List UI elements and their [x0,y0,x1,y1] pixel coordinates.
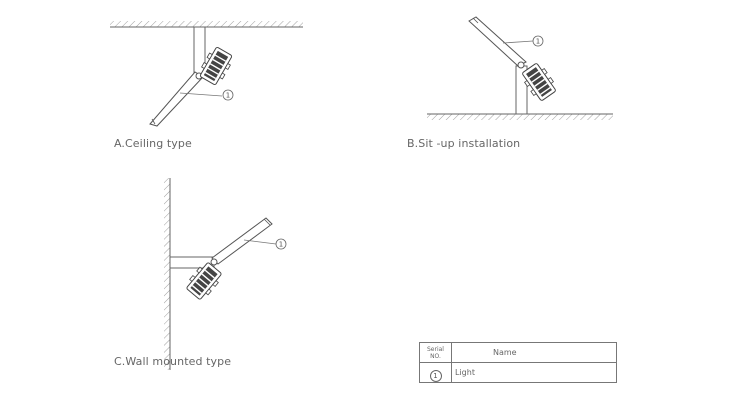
callout-number-a: 1 [226,92,230,100]
legend-row-serial: 1 [419,362,452,383]
callout-leader-a [179,92,223,97]
wall-hatch [164,178,170,370]
ground-hatch [427,114,613,120]
situp-type-figure: 1 [427,16,613,120]
ceiling-hatch [110,21,303,27]
legend-header-serial: Serial NO. [419,342,452,363]
situp-pivot [517,61,525,69]
ceiling-type-figure: 1 [110,21,303,127]
legend-header-row: Serial NO. Name [419,342,617,363]
caption-wall-mounted-type: C.Wall mounted type [114,355,232,368]
legend-table: Serial NO. Name 1 Light [419,342,617,383]
callout-circle-c [275,238,287,250]
situp-light-arm [468,16,527,67]
callout-circle-a [222,89,234,101]
legend-header-name: Name [451,342,617,363]
legend-row-name: Light [451,362,617,383]
ceiling-light-arm [149,71,204,127]
legend-serial-circle: 1 [429,370,442,382]
wall-type-figure: 1 [164,178,287,370]
caption-situp-installation: B.Sit -up installation [407,137,521,150]
callout-leader-b [502,40,534,44]
caption-ceiling-type: A.Ceiling type [114,137,192,150]
callout-circle-b [532,35,544,47]
callout-number-b: 1 [536,38,540,46]
legend-header-serial-line2: NO. [430,352,441,360]
wall-light-arm [211,217,273,265]
callout-number-c: 1 [279,241,283,249]
wall-pivot [210,258,218,266]
legend-row: 1 Light [419,362,617,383]
callout-leader-c [243,239,277,245]
legend-header-serial-line1: Serial [427,345,444,353]
